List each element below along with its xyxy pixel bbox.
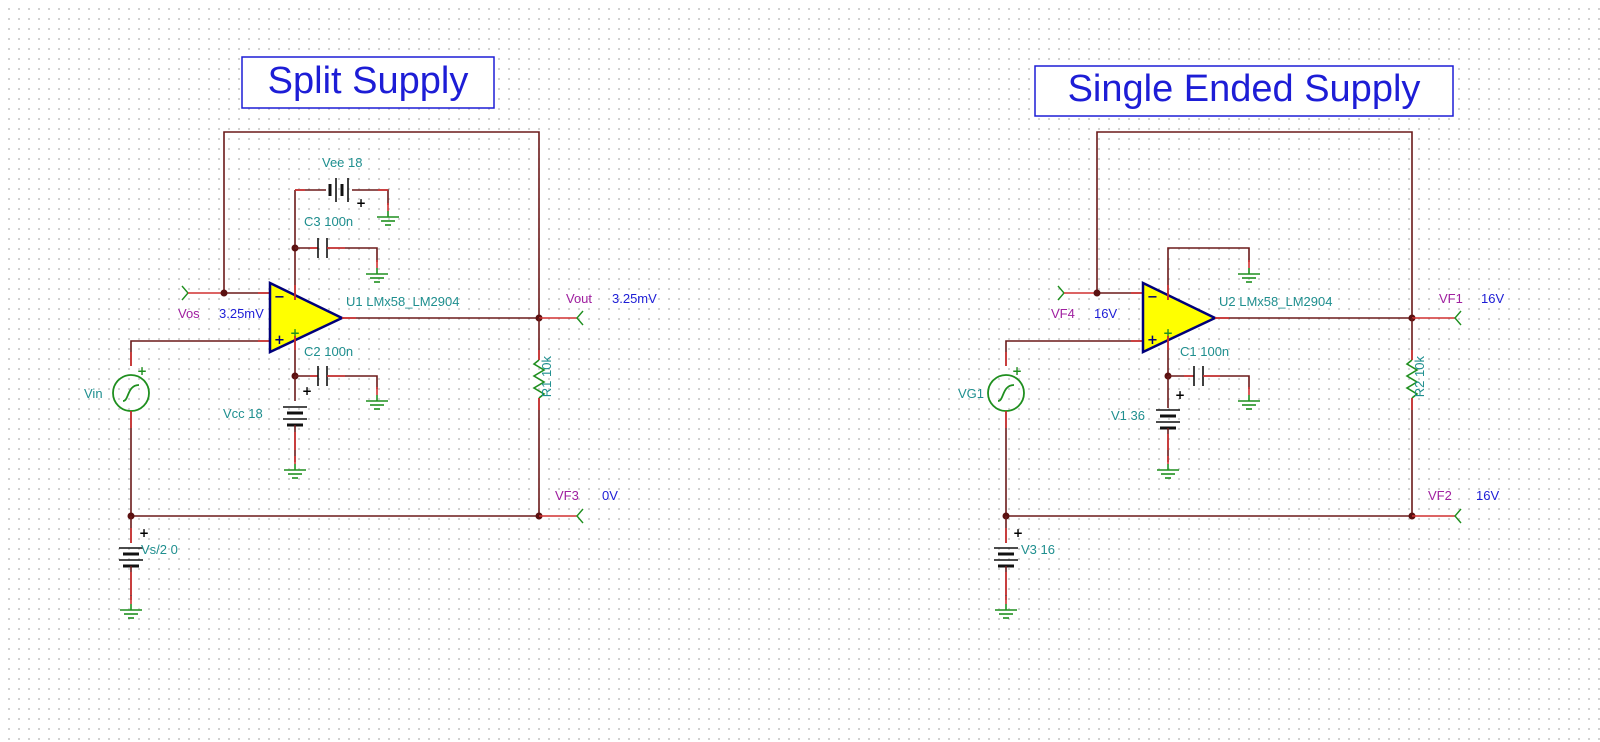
label-c3: C3 100n bbox=[304, 214, 353, 229]
label-v1: V1 36 bbox=[1111, 408, 1145, 423]
label-vf4-name: VF4 bbox=[1051, 306, 1075, 321]
single-supply-title[interactable]: Single Ended Supply bbox=[1034, 65, 1454, 117]
single-supply-circuit: Single Ended Supply − + + bbox=[958, 65, 1504, 619]
split-supply-circuit: Split Supply − + + bbox=[84, 56, 657, 619]
feedback-wire bbox=[223, 131, 540, 318]
resistor-r2[interactable] bbox=[1405, 359, 1419, 399]
label-vee: Vee 18 bbox=[322, 155, 363, 170]
label-v3: V3 16 bbox=[1021, 542, 1055, 557]
label-vf4-value: 16V bbox=[1094, 306, 1117, 321]
capacitor-c2[interactable] bbox=[317, 366, 328, 386]
svg-text:+: + bbox=[356, 196, 366, 210]
battery-v3[interactable]: + bbox=[994, 526, 1023, 568]
label-vos-value: 3.25mV bbox=[219, 306, 264, 321]
svg-text:+: + bbox=[290, 326, 300, 340]
label-vos-name: Vos bbox=[178, 306, 200, 321]
svg-text:Single Ended Supply: Single Ended Supply bbox=[1068, 68, 1421, 110]
ground-vcc bbox=[283, 455, 307, 479]
capacitor-c1[interactable] bbox=[1193, 366, 1204, 386]
opamp-u1[interactable]: − + + bbox=[268, 281, 345, 354]
svg-text:+: + bbox=[1013, 526, 1023, 540]
label-vf1-name: VF1 bbox=[1439, 291, 1463, 306]
label-vf2-value: 16V bbox=[1476, 488, 1499, 503]
svg-text:+: + bbox=[1163, 326, 1173, 340]
vf2-probe[interactable] bbox=[1454, 508, 1462, 524]
battery-v1[interactable]: + bbox=[1156, 388, 1185, 430]
ground-vs2 bbox=[119, 595, 143, 619]
svg-text:−: − bbox=[274, 290, 285, 305]
ground-c2 bbox=[365, 386, 389, 410]
ground-u2-supply bbox=[1237, 259, 1261, 283]
ground-vee bbox=[376, 202, 400, 226]
svg-text:+: + bbox=[302, 384, 312, 398]
svg-text:+: + bbox=[137, 364, 147, 378]
label-c1: C1 100n bbox=[1180, 344, 1229, 359]
vos-probe[interactable] bbox=[181, 285, 224, 301]
label-vcc: Vcc 18 bbox=[223, 406, 263, 421]
label-r2: R2 10k bbox=[1412, 356, 1427, 398]
battery-vs2[interactable]: + bbox=[119, 526, 149, 568]
vf3-probe[interactable] bbox=[576, 508, 584, 524]
ground-v1 bbox=[1156, 455, 1180, 479]
ground-c3 bbox=[365, 259, 389, 283]
ground-v3 bbox=[994, 595, 1018, 619]
label-vf2-name: VF2 bbox=[1428, 488, 1452, 503]
label-vout-name: Vout bbox=[566, 291, 592, 306]
vf4-probe[interactable] bbox=[1057, 285, 1097, 301]
svg-text:+: + bbox=[139, 526, 149, 540]
signal-source-vg1[interactable]: + bbox=[987, 364, 1025, 412]
label-vout-value: 3.25mV bbox=[612, 291, 657, 306]
svg-text:+: + bbox=[1175, 388, 1185, 402]
resistor-r1[interactable] bbox=[532, 359, 546, 399]
svg-text:+: + bbox=[1012, 364, 1022, 378]
battery-vee[interactable]: + bbox=[328, 178, 366, 210]
label-vf1-value: 16V bbox=[1481, 291, 1504, 306]
capacitor-c3[interactable] bbox=[317, 238, 328, 258]
label-u1: U1 LMx58_LM2904 bbox=[346, 294, 459, 309]
label-vg1: VG1 bbox=[958, 386, 984, 401]
label-c2: C2 100n bbox=[304, 344, 353, 359]
svg-text:+: + bbox=[274, 333, 285, 348]
label-vf3-value: 0V bbox=[602, 488, 618, 503]
split-supply-title[interactable]: Split Supply bbox=[241, 56, 495, 109]
svg-text:−: − bbox=[1147, 290, 1158, 305]
battery-vcc[interactable]: + bbox=[283, 384, 312, 427]
label-u2: U2 LMx58_LM2904 bbox=[1219, 294, 1332, 309]
signal-source-vin[interactable]: + bbox=[112, 364, 150, 412]
label-r1: R1 10k bbox=[539, 356, 554, 398]
label-vin: Vin bbox=[84, 386, 103, 401]
svg-text:+: + bbox=[1147, 333, 1158, 348]
ground-c1 bbox=[1237, 386, 1261, 410]
vf1-probe[interactable] bbox=[1454, 310, 1462, 326]
opamp-u2[interactable]: − + + bbox=[1141, 281, 1218, 354]
label-vf3-name: VF3 bbox=[555, 488, 579, 503]
vout-probe[interactable] bbox=[576, 310, 584, 326]
svg-text:Split Supply: Split Supply bbox=[268, 60, 469, 102]
label-vs2: Vs/2 0 bbox=[141, 542, 178, 557]
